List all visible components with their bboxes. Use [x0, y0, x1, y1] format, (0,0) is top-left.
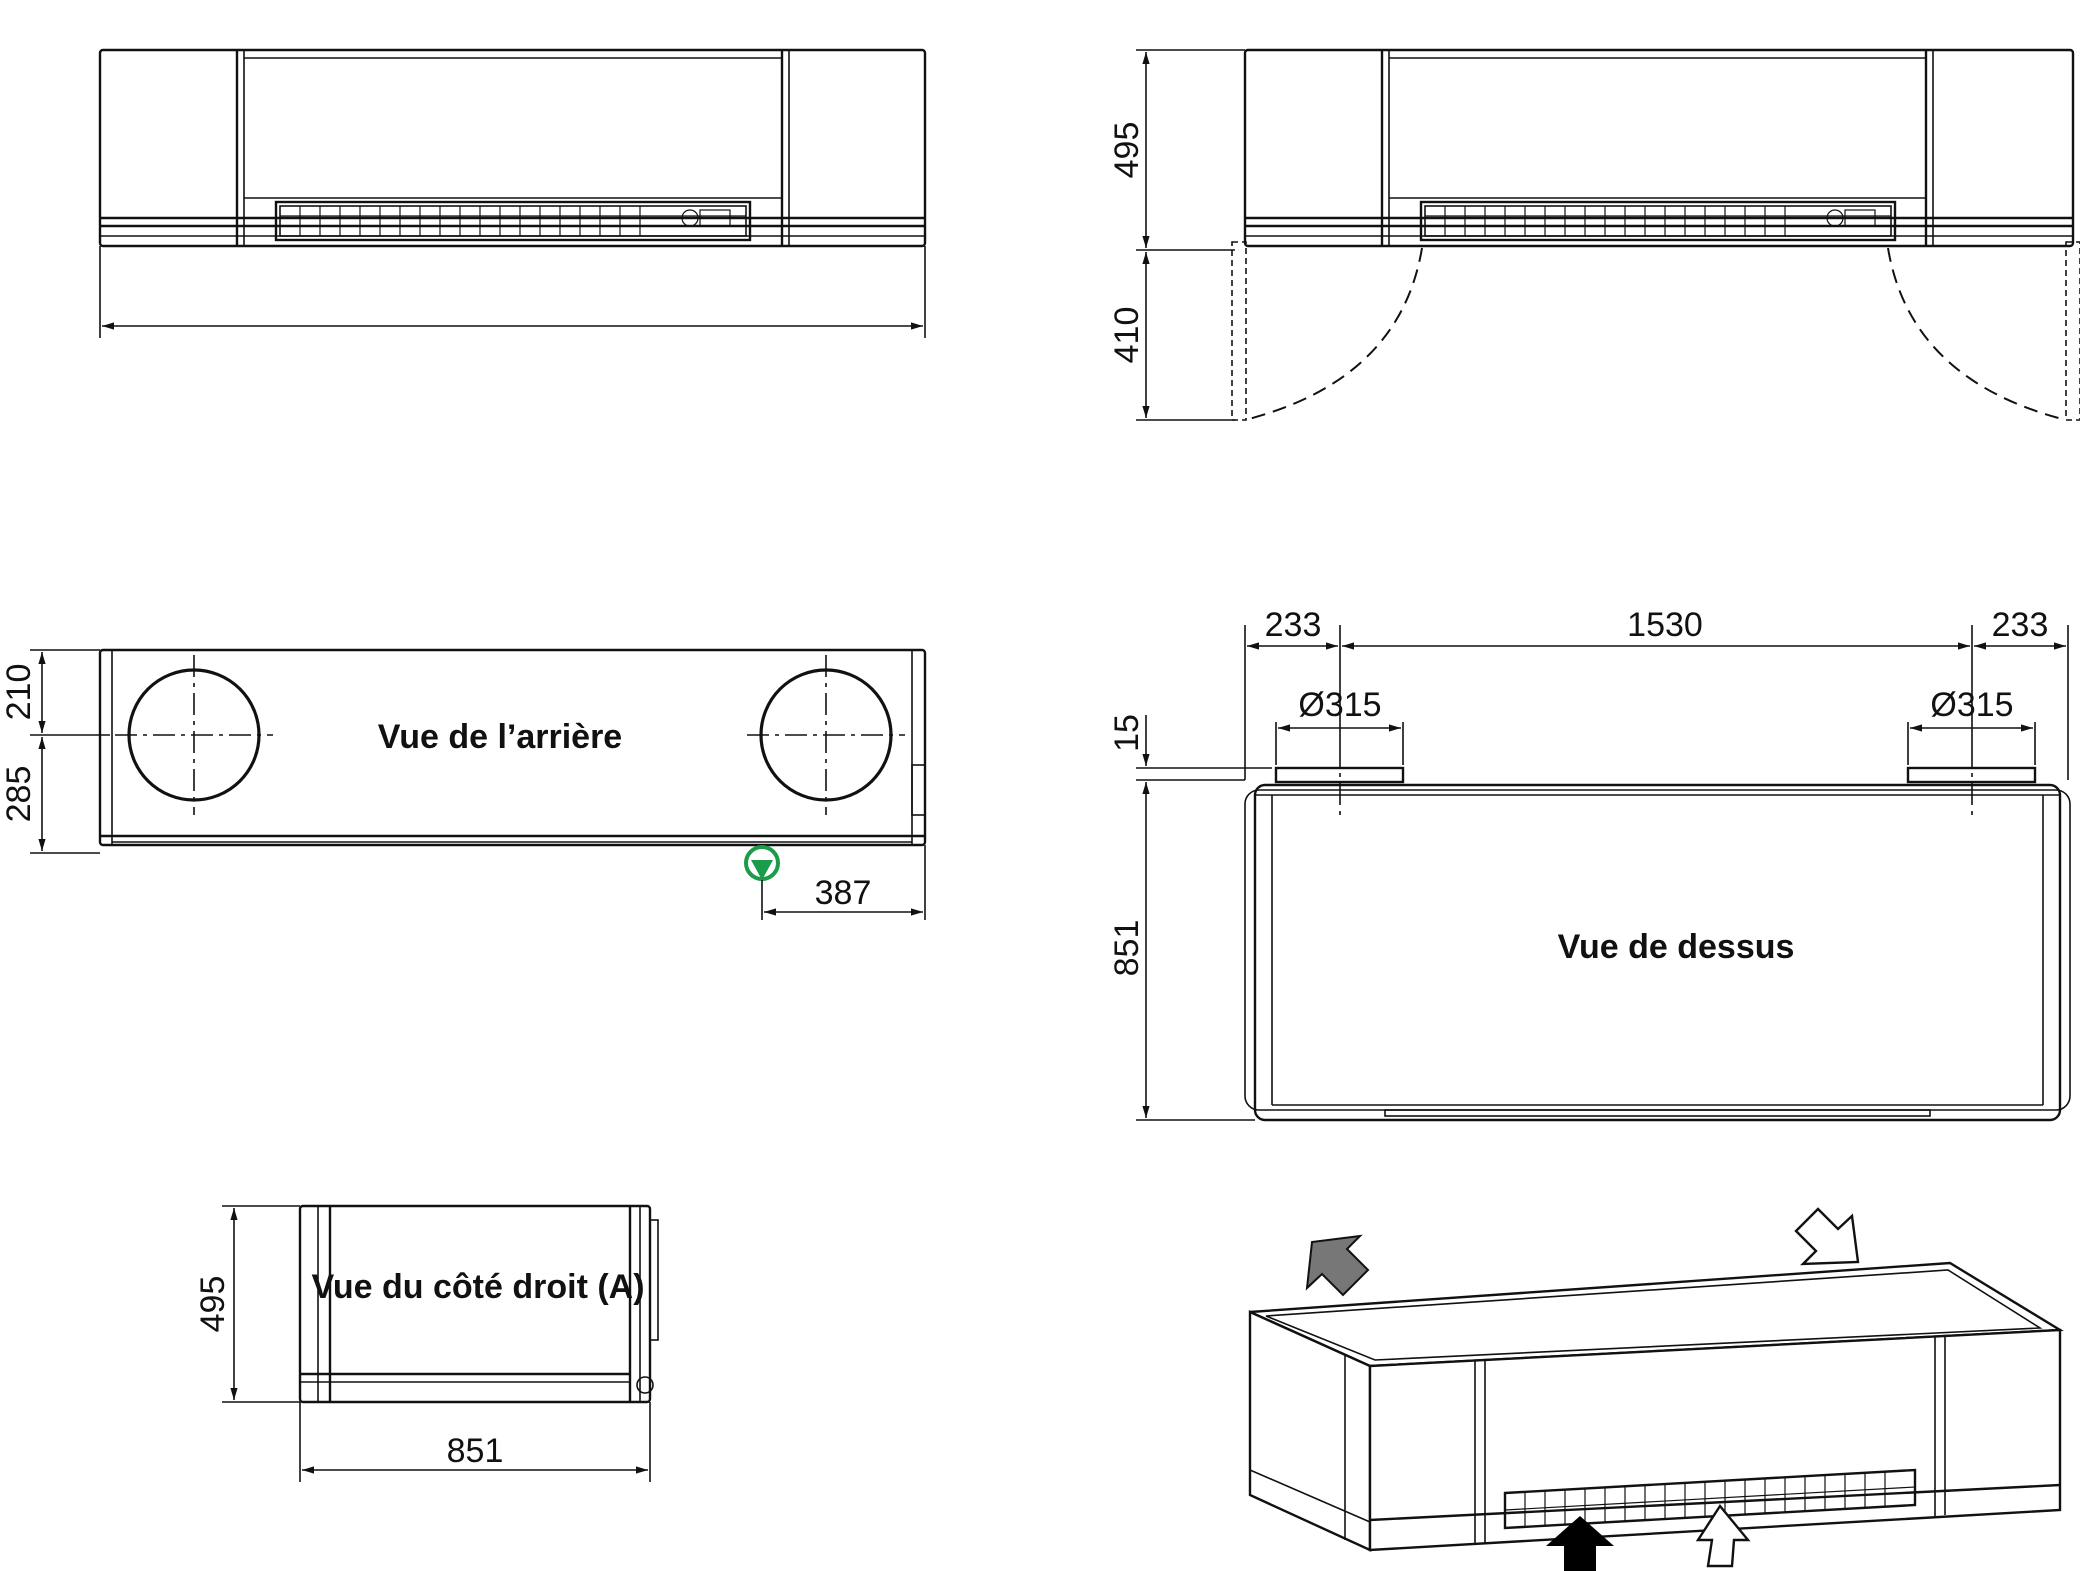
dim-top-left: 233 [1265, 606, 1322, 644]
black-arrow-icon [1546, 1516, 1614, 1571]
front-grille [280, 206, 746, 236]
dim-rear-lower: 285 [0, 766, 38, 823]
white-intake-arrow-icon [1695, 1503, 1751, 1568]
top-duct-right [1906, 766, 2037, 784]
rear-view: Vue de l’arrière 210 285 387 [0, 648, 927, 920]
dim-front-height: 495 [1108, 122, 1146, 179]
front-view [98, 48, 927, 338]
dim-top-spacing: 1530 [1627, 606, 1703, 644]
top-view-label: Vue de dessus [1558, 928, 1795, 966]
dim-side-depth: 851 [447, 1432, 504, 1470]
front-view-doors: 495 410 [1108, 48, 2080, 421]
isometric-view [1248, 1207, 2064, 1571]
dim-side-height: 495 [194, 1276, 232, 1333]
dim-top-right: 233 [1992, 606, 2049, 644]
isometric-grille [1503, 1468, 1917, 1530]
drain-outlet-icon [744, 845, 780, 881]
dim-drain-offset: 387 [815, 874, 872, 912]
white-arrow-icon [1794, 1207, 1860, 1266]
top-duct-left [1274, 766, 1405, 784]
grey-arrow-icon [1305, 1234, 1370, 1297]
dim-duct-height: 15 [1108, 714, 1146, 752]
rear-view-label: Vue de l’arrière [378, 718, 622, 756]
dim-duct-left-diameter: Ø315 [1298, 686, 1381, 724]
dim-depth: 851 [1108, 920, 1146, 977]
dim-rear-upper: 210 [0, 664, 38, 721]
isometric-grille-bars [1504, 1472, 1916, 1527]
doors-view-grille [1425, 206, 1891, 236]
right-side-view: Vue du côté droit (A) 495 851 [194, 1204, 659, 1482]
top-view: Vue de dessus 233 1530 233 Ø315 Ø315 15 … [1108, 606, 2071, 1122]
side-view-label: Vue du côté droit (A) [311, 1268, 644, 1306]
dim-door-swing: 410 [1108, 307, 1146, 364]
dim-duct-right-diameter: Ø315 [1930, 686, 2013, 724]
